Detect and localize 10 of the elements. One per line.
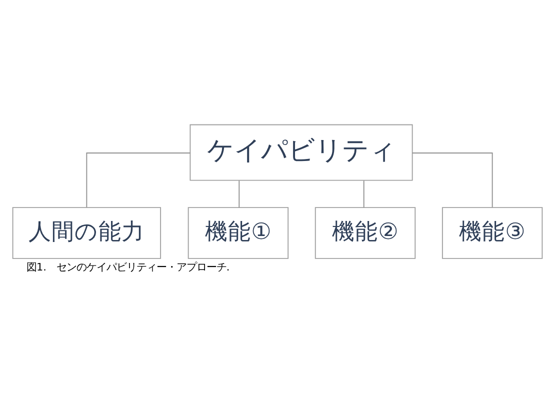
- connector: [86, 152, 191, 208]
- caption: 図1. センのケイパビリティー・アプローチ.: [26, 260, 230, 273]
- node-box: 機能②: [314, 206, 416, 258]
- connector: [363, 180, 364, 208]
- node-box: 機能③: [442, 206, 543, 258]
- connector: [412, 152, 493, 208]
- node-box: 機能①: [188, 206, 289, 258]
- node-box: 人間の能力: [12, 206, 162, 258]
- connector: [238, 180, 240, 208]
- node-box: ケイパビリティ: [190, 124, 413, 180]
